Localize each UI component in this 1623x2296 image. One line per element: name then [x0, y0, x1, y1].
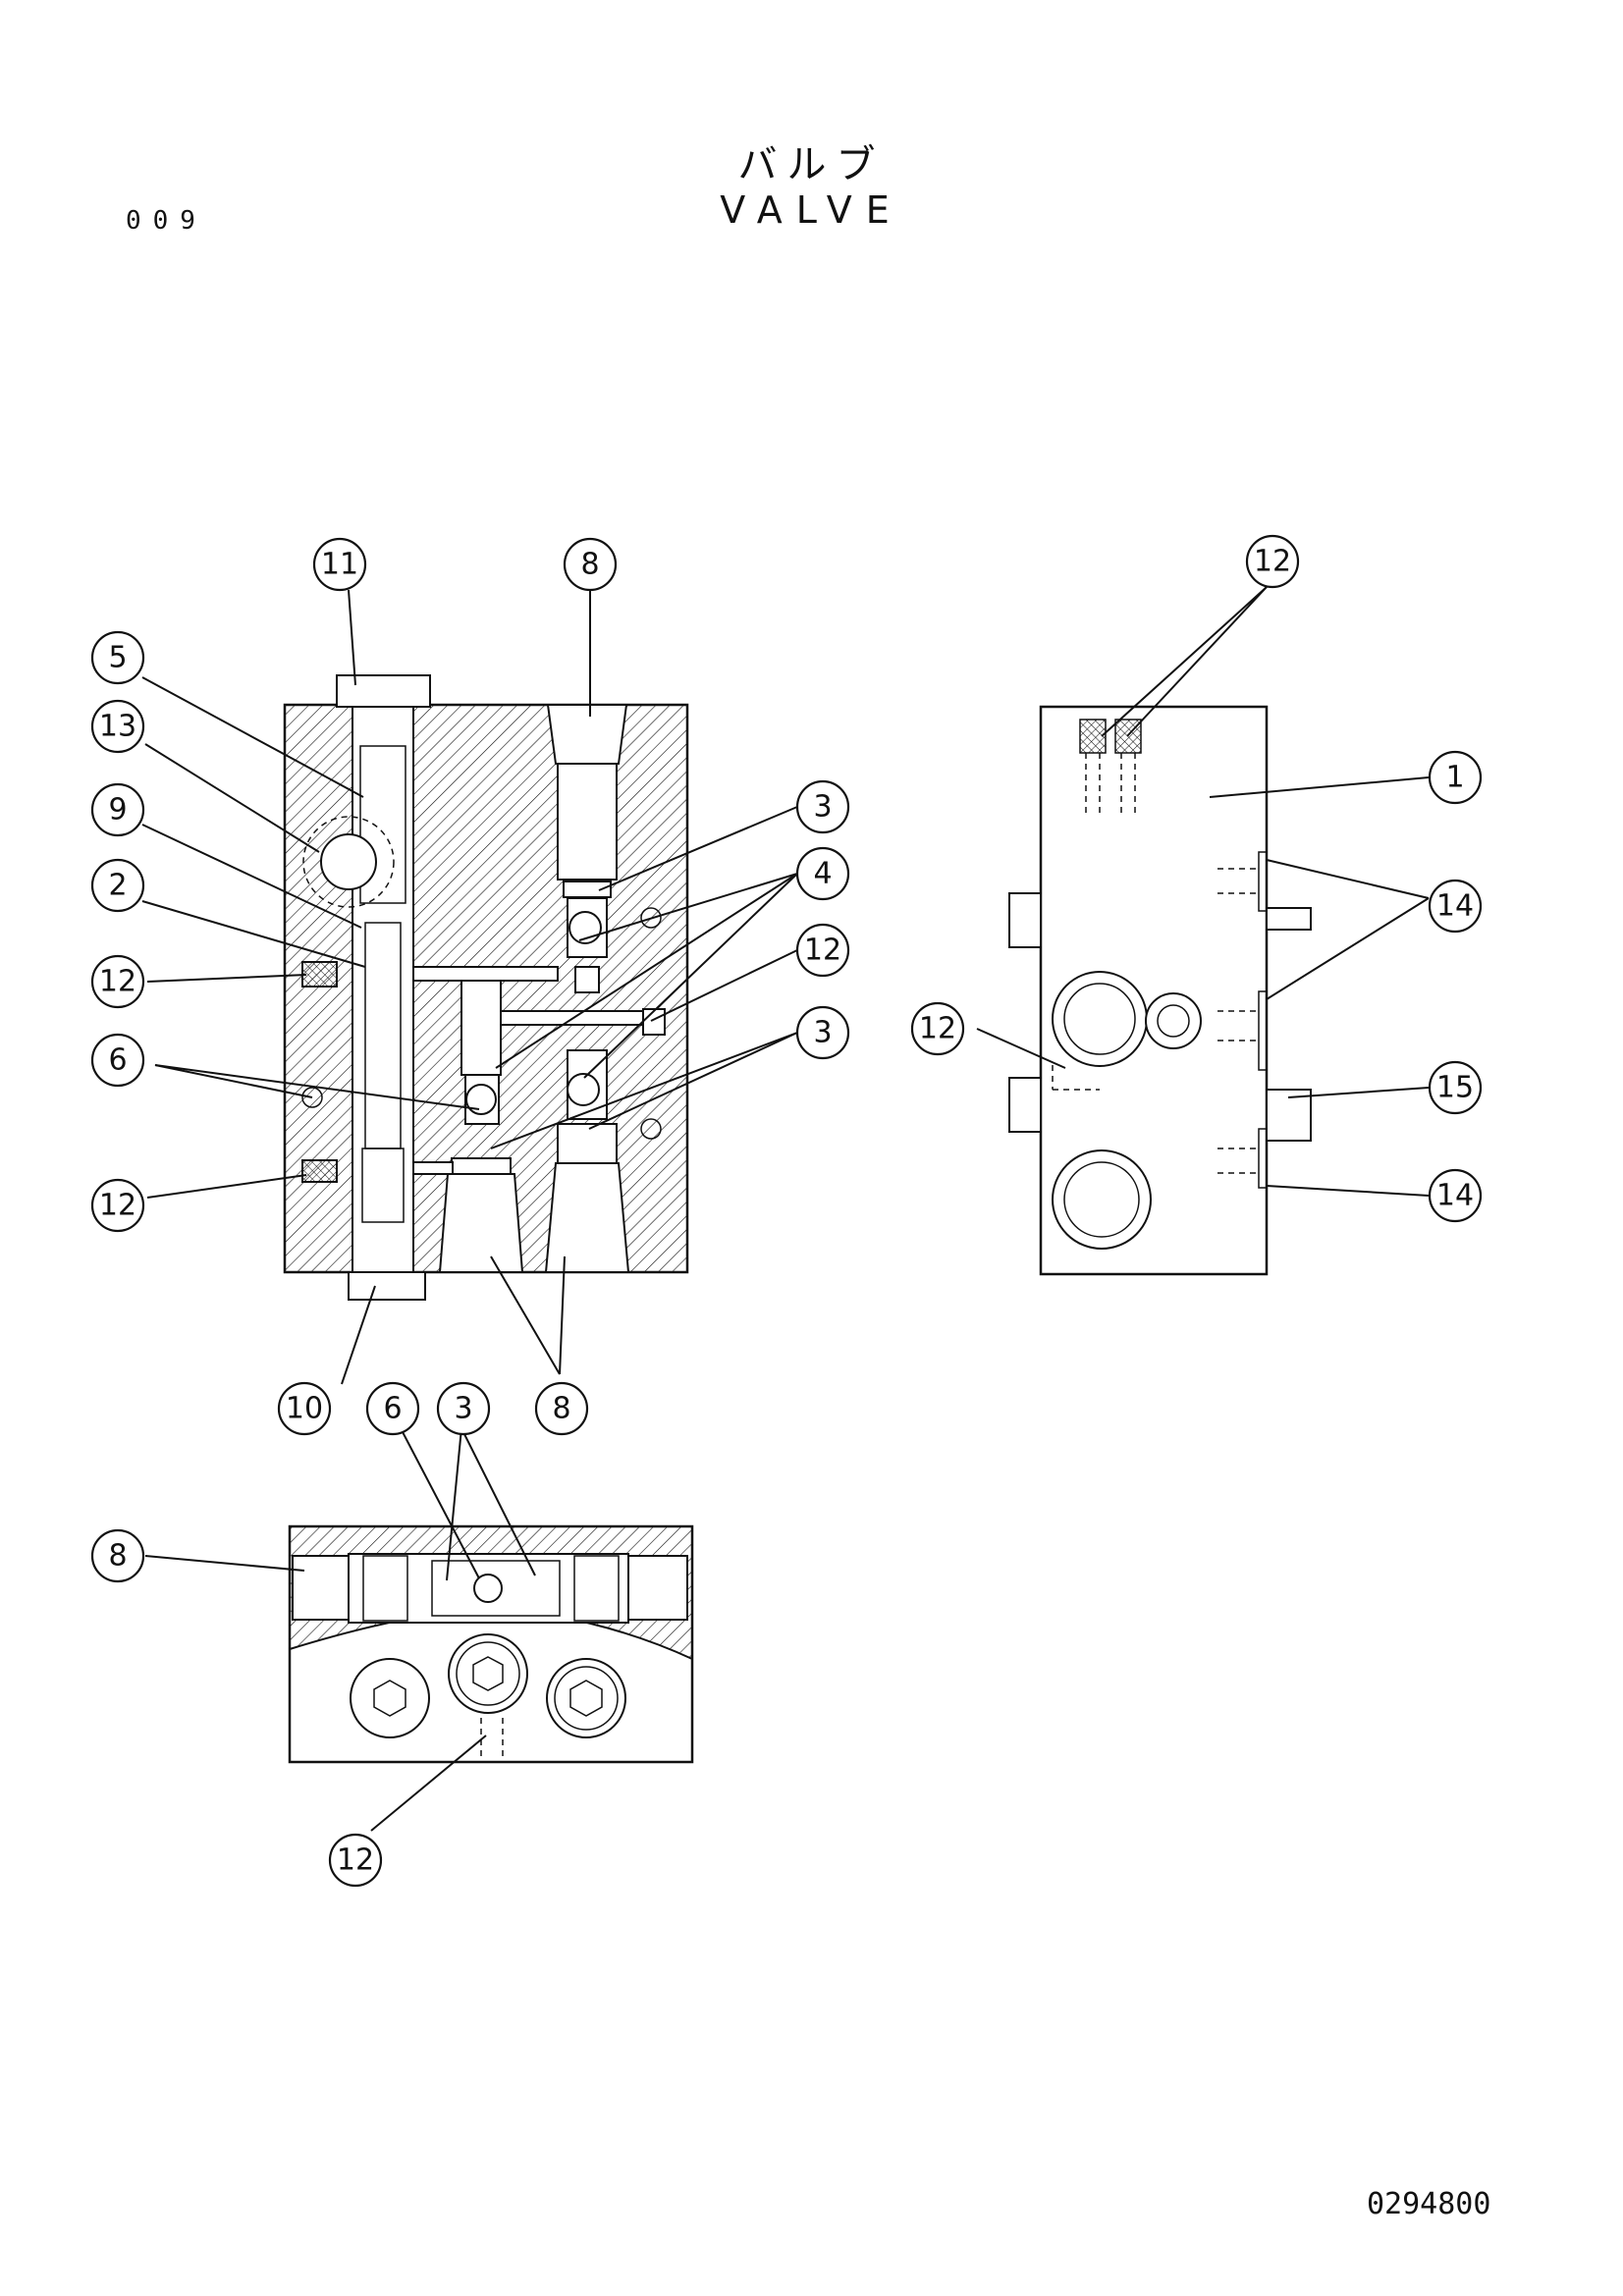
page-number: 009	[126, 206, 207, 236]
callout-1: 1	[1428, 750, 1483, 805]
callout-4: 4	[795, 846, 850, 901]
title-english: VALVE	[720, 188, 903, 232]
callout-6-bottom: 6	[365, 1381, 420, 1436]
side-view	[1008, 705, 1312, 1276]
svg-text:11: 11	[321, 548, 358, 582]
callout-12-side-left: 12	[910, 1001, 965, 1056]
svg-text:8: 8	[552, 1392, 570, 1426]
svg-text:2: 2	[108, 869, 127, 903]
callout-5: 5	[90, 630, 145, 685]
svg-text:6: 6	[108, 1043, 127, 1078]
bottom-view	[288, 1524, 694, 1764]
svg-text:5: 5	[108, 641, 127, 675]
callout-15: 15	[1428, 1060, 1483, 1115]
callout-2: 2	[90, 858, 145, 913]
callout-14-lower: 14	[1428, 1168, 1483, 1223]
callout-12-left-upper: 12	[90, 954, 145, 1009]
callout-3-bottom: 3	[436, 1381, 491, 1436]
callout-10: 10	[277, 1381, 332, 1436]
section-view	[283, 674, 689, 1301]
title-japanese: バルブ	[737, 142, 886, 187]
callout-8-top: 8	[563, 537, 618, 592]
svg-text:14: 14	[1436, 889, 1474, 924]
svg-text:9: 9	[108, 793, 127, 828]
svg-text:8: 8	[580, 548, 599, 582]
drawing-code: 0294800	[1367, 2187, 1491, 2221]
callout-12-bottom-view: 12	[328, 1833, 383, 1888]
svg-text:4: 4	[813, 857, 832, 891]
svg-text:10: 10	[286, 1392, 323, 1426]
svg-text:15: 15	[1436, 1071, 1474, 1105]
callout-6-left: 6	[90, 1033, 145, 1088]
svg-text:1: 1	[1445, 761, 1464, 795]
svg-text:12: 12	[99, 1189, 136, 1223]
callout-12-side-top: 12	[1245, 534, 1300, 589]
svg-text:12: 12	[919, 1012, 956, 1046]
leader-lines	[141, 586, 1430, 1832]
callout-8-bottom: 8	[534, 1381, 589, 1436]
svg-text:3: 3	[813, 1016, 832, 1050]
callout-13: 13	[90, 699, 145, 754]
callout-9: 9	[90, 782, 145, 837]
callout-12-right: 12	[795, 923, 850, 978]
svg-text:3: 3	[454, 1392, 472, 1426]
svg-text:13: 13	[99, 710, 136, 744]
callout-12-left-lower: 12	[90, 1178, 145, 1233]
svg-text:12: 12	[804, 934, 841, 968]
svg-text:14: 14	[1436, 1179, 1474, 1213]
svg-text:8: 8	[108, 1539, 127, 1574]
svg-text:12: 12	[337, 1843, 374, 1878]
callout-3-lower: 3	[795, 1005, 850, 1060]
svg-text:6: 6	[383, 1392, 402, 1426]
svg-text:12: 12	[99, 965, 136, 999]
callout-11: 11	[312, 537, 367, 592]
callout-3-upper: 3	[795, 779, 850, 834]
callout-8-bottom-view: 8	[90, 1528, 145, 1583]
svg-text:12: 12	[1254, 545, 1291, 579]
callout-14-upper: 14	[1428, 879, 1483, 934]
svg-text:3: 3	[813, 790, 832, 825]
